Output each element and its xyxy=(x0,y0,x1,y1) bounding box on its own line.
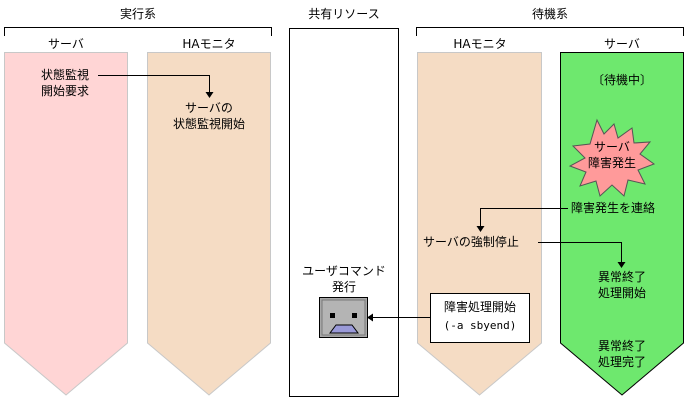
active-ha-lane-title: HAモニタ xyxy=(182,37,236,51)
standby-group-title: 待機系 xyxy=(531,7,569,21)
standby-state-label: 〔待機中〕 xyxy=(591,73,653,87)
user-command-line1: ユーザコマンド xyxy=(302,264,386,278)
abnormal-end-start-line1: 異常終了 xyxy=(597,270,647,284)
monitor-request-line1: 状態監視 xyxy=(40,68,90,82)
arrow-notify-failure xyxy=(480,208,568,226)
monitor-request-line2: 開始要求 xyxy=(40,84,90,98)
abnormal-end-done-line2: 処理完了 xyxy=(597,355,647,369)
failure-line1: サーバ xyxy=(594,140,630,154)
failure-processing-box: 障害処理開始 (-a sbyend) xyxy=(430,293,530,343)
standby-server-lane-title: サーバ xyxy=(604,37,640,51)
shared-resource-title: 共有リソース xyxy=(308,7,380,21)
notify-failure-label: 障害発生を連絡 xyxy=(571,201,656,215)
abnormal-end-done-line1: 異常終了 xyxy=(597,339,647,353)
failure-processing-line1: 障害処理開始 xyxy=(443,300,517,314)
standby-ha-lane-title: HAモニタ xyxy=(453,37,507,51)
user-command-line2: 発行 xyxy=(331,280,357,294)
arrow-monitor-request xyxy=(98,75,210,92)
standby-ha-lane xyxy=(417,52,542,396)
failure-line2: 障害発生 xyxy=(587,156,637,170)
active-server-lane xyxy=(4,52,128,396)
active-ha-lane xyxy=(147,52,271,396)
force-stop-label: サーバの強制停止 xyxy=(423,235,519,249)
monitor-start-line2: 状態監視開始 xyxy=(172,117,246,131)
active-group-title: 実行系 xyxy=(119,7,157,21)
active-server-lane-title: サーバ xyxy=(48,37,84,51)
failure-processing-line2: (-a sbyend) xyxy=(443,319,517,332)
arrow-force-stop xyxy=(538,242,622,262)
active-group-bracket xyxy=(4,27,272,36)
shared-resource-lane xyxy=(289,28,399,397)
failure-burst xyxy=(568,118,656,197)
monitor-icon xyxy=(319,297,368,338)
standby-group-bracket xyxy=(416,27,684,36)
abnormal-end-start-line2: 処理開始 xyxy=(597,286,647,300)
monitor-start-line1: サーバの xyxy=(185,101,233,115)
